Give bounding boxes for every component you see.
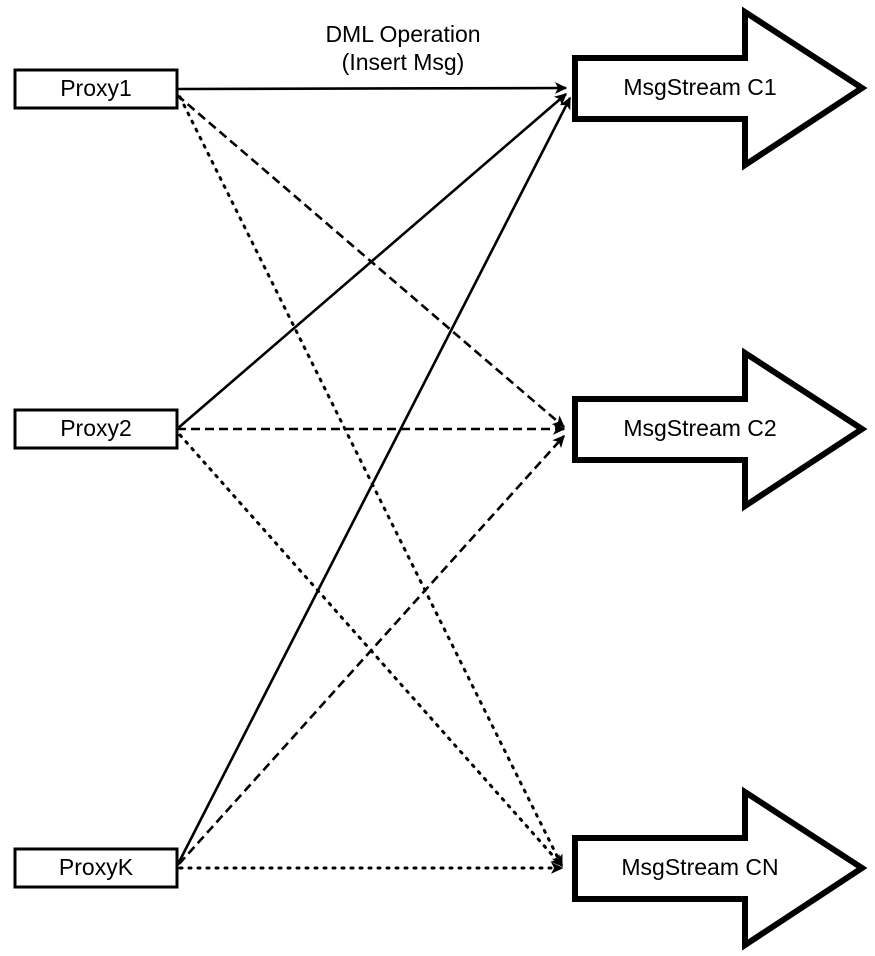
msgstream-arrow-shape xyxy=(572,786,868,951)
connection-p1-c1[interactable] xyxy=(176,82,568,94)
connection-pk-c2[interactable] xyxy=(178,434,565,865)
connection-line-solid xyxy=(175,96,572,867)
target-node-layer: MsgStream C1 MsgStream C2 MsgStream CN xyxy=(572,6,868,951)
edge-label-group: DML Operation (Insert Msg) xyxy=(325,21,480,75)
proxy-label: ProxyK xyxy=(59,854,134,880)
connection-layer xyxy=(175,82,572,874)
connection-pk-c1[interactable] xyxy=(175,96,572,867)
msgstream-label: MsgStream CN xyxy=(621,854,778,880)
proxy-label: Proxy1 xyxy=(60,75,132,101)
msgstream-label: MsgStream C2 xyxy=(623,415,776,441)
connection-p1-cn[interactable] xyxy=(178,95,564,868)
edge-label-line1: DML Operation xyxy=(325,21,480,47)
msgstream-arrow-shape xyxy=(572,347,868,512)
proxy-box-shape xyxy=(13,68,179,110)
proxy-box-shape xyxy=(13,408,179,450)
connection-line-dotted xyxy=(178,95,564,868)
proxy-node-proxyk[interactable]: ProxyK xyxy=(13,847,179,889)
proxy-label: Proxy2 xyxy=(60,415,132,441)
msgstream-arrow-shape xyxy=(572,6,868,171)
proxy-node-proxy1[interactable]: Proxy1 xyxy=(13,68,179,110)
msgstream-node-stream_c2[interactable]: MsgStream C2 xyxy=(572,347,868,512)
connection-p2-c1[interactable] xyxy=(176,93,568,430)
connection-line-solid xyxy=(176,82,568,94)
proxy-node-proxy2[interactable]: Proxy2 xyxy=(13,408,179,450)
msgstream-node-stream_c1[interactable]: MsgStream C1 xyxy=(572,6,868,171)
edge-label-line2: (Insert Msg) xyxy=(342,49,465,75)
proxy-box-shape xyxy=(13,847,179,889)
msgstream-node-stream_cn[interactable]: MsgStream CN xyxy=(572,786,868,951)
msgstream-label: MsgStream C1 xyxy=(623,74,776,100)
connection-line-dashed xyxy=(178,434,565,865)
connection-line-solid xyxy=(176,93,568,430)
